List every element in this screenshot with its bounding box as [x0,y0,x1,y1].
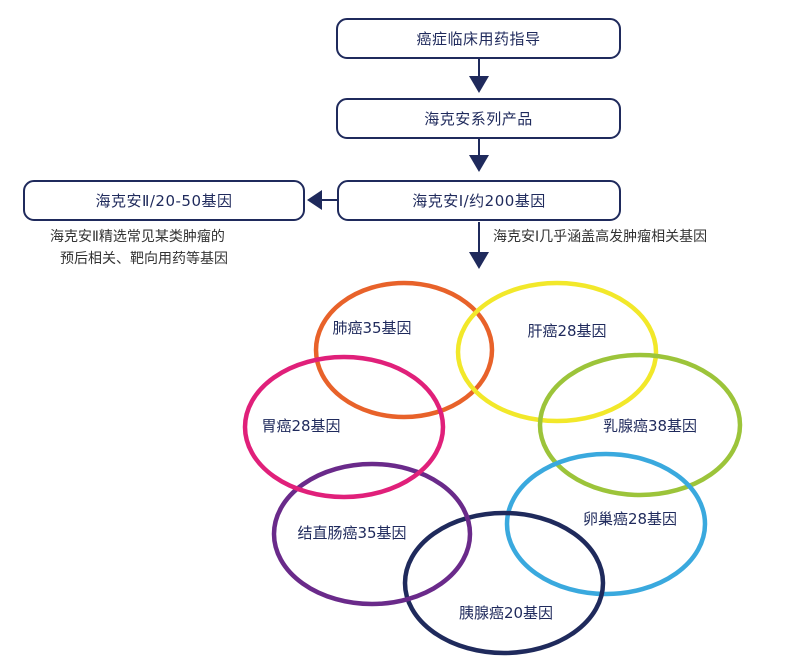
haikean2-note-line2: 预后相关、靶向用药等基因 [60,251,228,267]
series-box: 海克安系列产品 [336,98,621,139]
liver-cancer-label: 肝癌28基因 [527,322,606,340]
colorectal-cancer-label: 结直肠癌35基因 [297,524,406,542]
arrow-head-cancers [469,252,489,269]
guide-box: 癌症临床用药指导 [336,18,621,59]
haikean2-note-line1: 海克安Ⅱ精选常见某类肿瘤的 [50,229,225,245]
arrow-head-series [469,155,489,172]
colorectal-cancer-ellipse [271,461,473,607]
gastric-cancer-ellipse [242,354,446,500]
haikean2-box: 海克安Ⅱ/20-50基因 [23,180,305,221]
lung-cancer-label: 肺癌35基因 [332,319,411,337]
liver-cancer-ellipse [455,280,659,424]
ovarian-cancer-ellipse [504,451,708,597]
pancreatic-cancer-ellipse [402,510,606,656]
arrow-head-haikean2 [307,190,322,210]
ovarian-cancer-label: 卵巢癌28基因 [583,510,677,528]
breast-cancer-label: 乳腺癌38基因 [603,417,697,435]
haikean1-note: 海克安Ⅰ几乎涵盖高发肿瘤相关基因 [493,229,708,245]
breast-cancer-ellipse [537,352,743,498]
haikean2-note: 海克安Ⅱ精选常见某类肿瘤的 预后相关、靶向用药等基因 [50,226,228,270]
lung-cancer-ellipse [313,280,495,420]
pancreatic-cancer-label: 胰腺癌20基因 [459,604,553,622]
haikean1-box: 海克安Ⅰ/约200基因 [337,180,621,221]
arrow-head-guide [469,76,489,93]
gastric-cancer-label: 胃癌28基因 [261,417,340,435]
